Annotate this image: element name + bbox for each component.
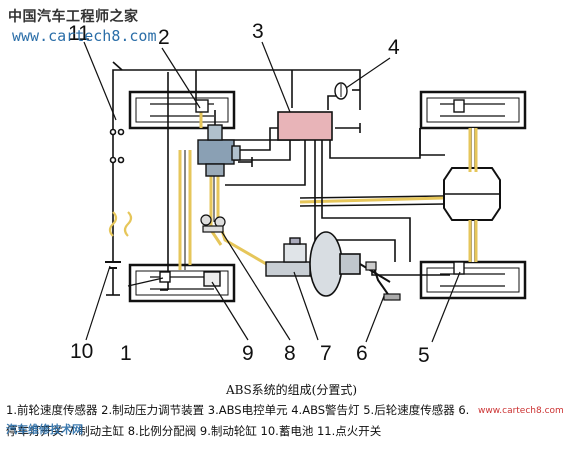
callout-4: 4 [388, 36, 400, 59]
watermark-right: www.cartech8.com [478, 406, 564, 416]
brake-lines [178, 110, 478, 270]
callout-2: 2 [158, 26, 170, 49]
watermark-bottom: 汽车维修技术网 [6, 423, 83, 436]
legend-line-1: 1.前轮速度传感器 2.制动压力调节装置 3.ABS电控单元 4.ABS警告灯 … [6, 403, 470, 417]
rear-right-wheel [419, 260, 527, 300]
callout-3: 3 [252, 20, 264, 43]
front-left-wheel [128, 90, 236, 130]
proportioning-valve [200, 214, 226, 233]
brake-line-outlines [184, 150, 215, 270]
abs-ecu [277, 111, 333, 141]
callout-leaders [83, 41, 461, 343]
fuse-links [108, 211, 133, 237]
brake-booster [309, 231, 391, 297]
callout-6: 6 [356, 342, 368, 365]
pressure-modulator [197, 110, 241, 177]
watermark-url: www.cartech8.com [12, 27, 157, 45]
legend: 1.前轮速度传感器 2.制动压力调节装置 3.ABS电控单元 4.ABS警告灯 … [6, 400, 581, 442]
stop-lamp-switch [365, 261, 377, 271]
callout-1: 1 [120, 342, 132, 365]
figure-caption: ABS系统的组成(分置式) [225, 383, 358, 397]
driveshaft [299, 195, 445, 207]
callout-10: 10 [70, 340, 93, 363]
front-right-wheel [419, 90, 527, 130]
callout-9: 9 [242, 342, 254, 365]
callout-8: 8 [284, 342, 296, 365]
callout-11: 11 [68, 22, 90, 45]
watermark-site-name: 中国汽车工程师之家 [8, 9, 139, 25]
abs-warning-lamp [334, 82, 348, 100]
callout-7: 7 [320, 342, 332, 365]
master-cylinder [265, 237, 311, 277]
callout-5: 5 [418, 344, 430, 367]
rear-axle [443, 128, 501, 262]
front-wheel-speed-sensor [159, 99, 209, 283]
wheel-cylinder [203, 271, 221, 287]
ignition-switch [109, 61, 125, 164]
legend-line-2: 停车灯开关 7.制动主缸 8.比例分配阀 9.制动轮缸 10.蓄电池 11.点火… [6, 424, 382, 438]
